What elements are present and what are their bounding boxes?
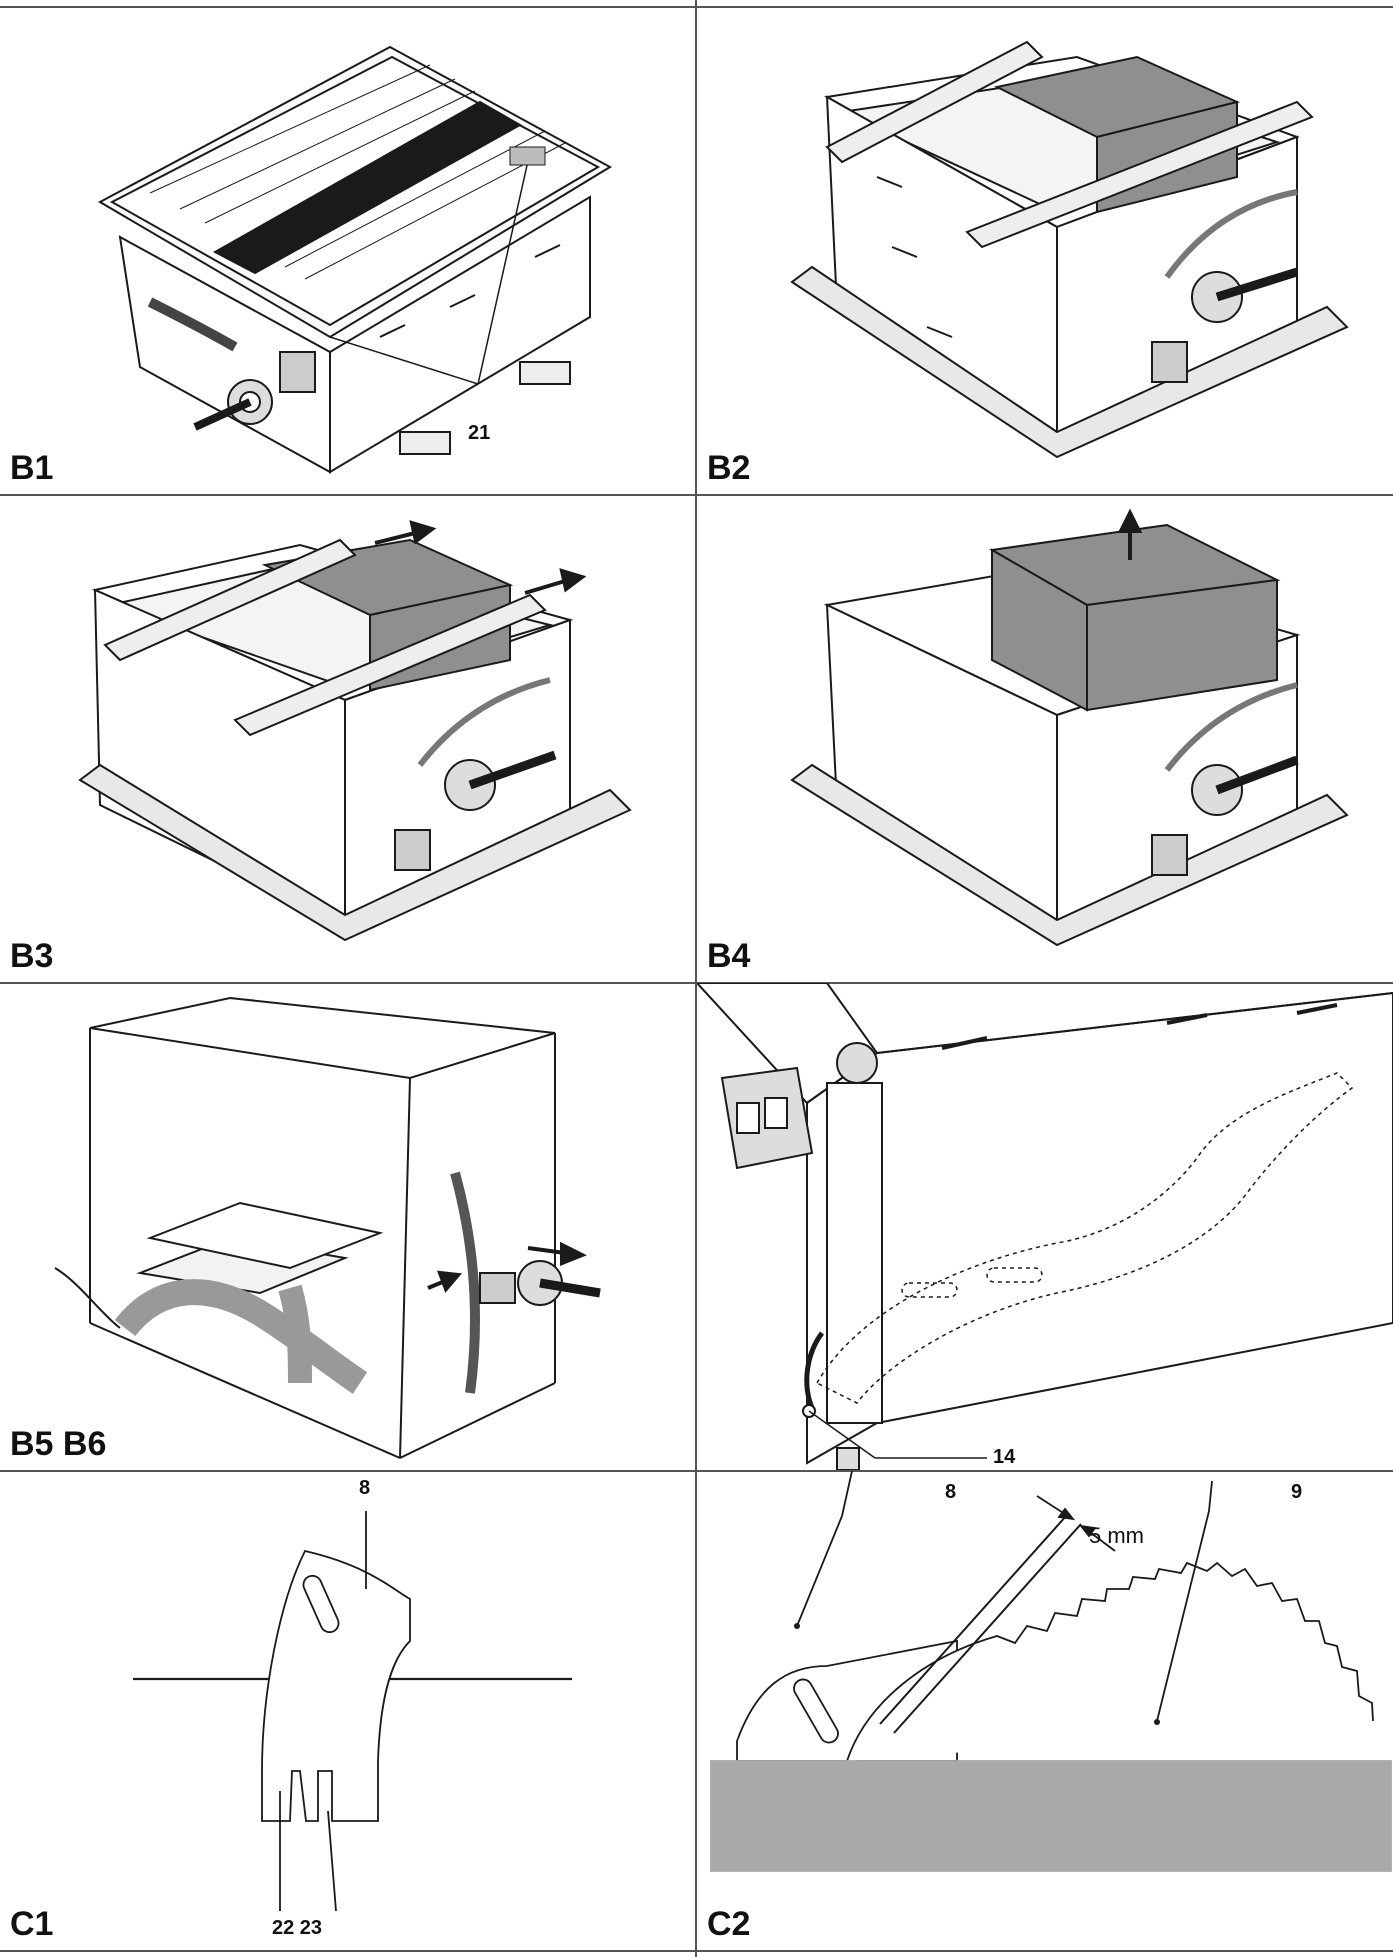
figure-label-b1: B1 xyxy=(10,449,54,487)
measurement-5mm: 5 mm xyxy=(1089,1523,1144,1548)
panel-b1: 21 B1 xyxy=(0,7,695,494)
b5-b6-illustration xyxy=(54,996,601,1459)
rule xyxy=(0,1950,1393,1952)
rule xyxy=(0,6,1393,8)
callout-22-23: 22 23 xyxy=(272,1917,323,1939)
panel-b4: B4 xyxy=(697,495,1393,982)
panel-b6-detail: 14 xyxy=(697,983,1393,1470)
rule xyxy=(695,0,697,1957)
c2-marker-dot xyxy=(794,1623,800,1629)
figure-label-b4: B4 xyxy=(707,937,751,975)
callout-21: 21 xyxy=(468,422,491,444)
panel-b3: B3 xyxy=(0,495,695,982)
b4-illustration xyxy=(790,508,1349,947)
rule xyxy=(0,494,1393,496)
figure-label-c1: C1 xyxy=(10,1905,54,1943)
b6-detail-illustration xyxy=(697,983,1393,1470)
callout-8: 8 xyxy=(945,1481,957,1503)
panel-b5-b6: B5 B6 xyxy=(0,983,695,1470)
c2-illustration xyxy=(710,1471,1392,1872)
panel-c1: 8 22 23 C1 xyxy=(0,1471,695,1950)
c2-marker-dot xyxy=(1154,1719,1160,1725)
panel-b2: B2 xyxy=(697,7,1393,494)
b1-illustration xyxy=(97,45,613,474)
callout-14: 14 xyxy=(993,1446,1016,1468)
figure-label-b3: B3 xyxy=(10,937,54,975)
c1-illustration xyxy=(133,1511,572,1912)
figure-label-c2: C2 xyxy=(707,1905,751,1943)
b2-illustration xyxy=(790,40,1349,459)
callout-9: 9 xyxy=(1291,1481,1303,1503)
callout-8: 8 xyxy=(359,1477,371,1499)
b3-illustration xyxy=(78,520,632,942)
figure-label-b2: B2 xyxy=(707,449,751,487)
panel-c2: 8 9 5 mm C2 xyxy=(697,1471,1393,1950)
rule xyxy=(0,1470,1393,1472)
figure-label-b5-b6: B5 B6 xyxy=(10,1425,107,1463)
